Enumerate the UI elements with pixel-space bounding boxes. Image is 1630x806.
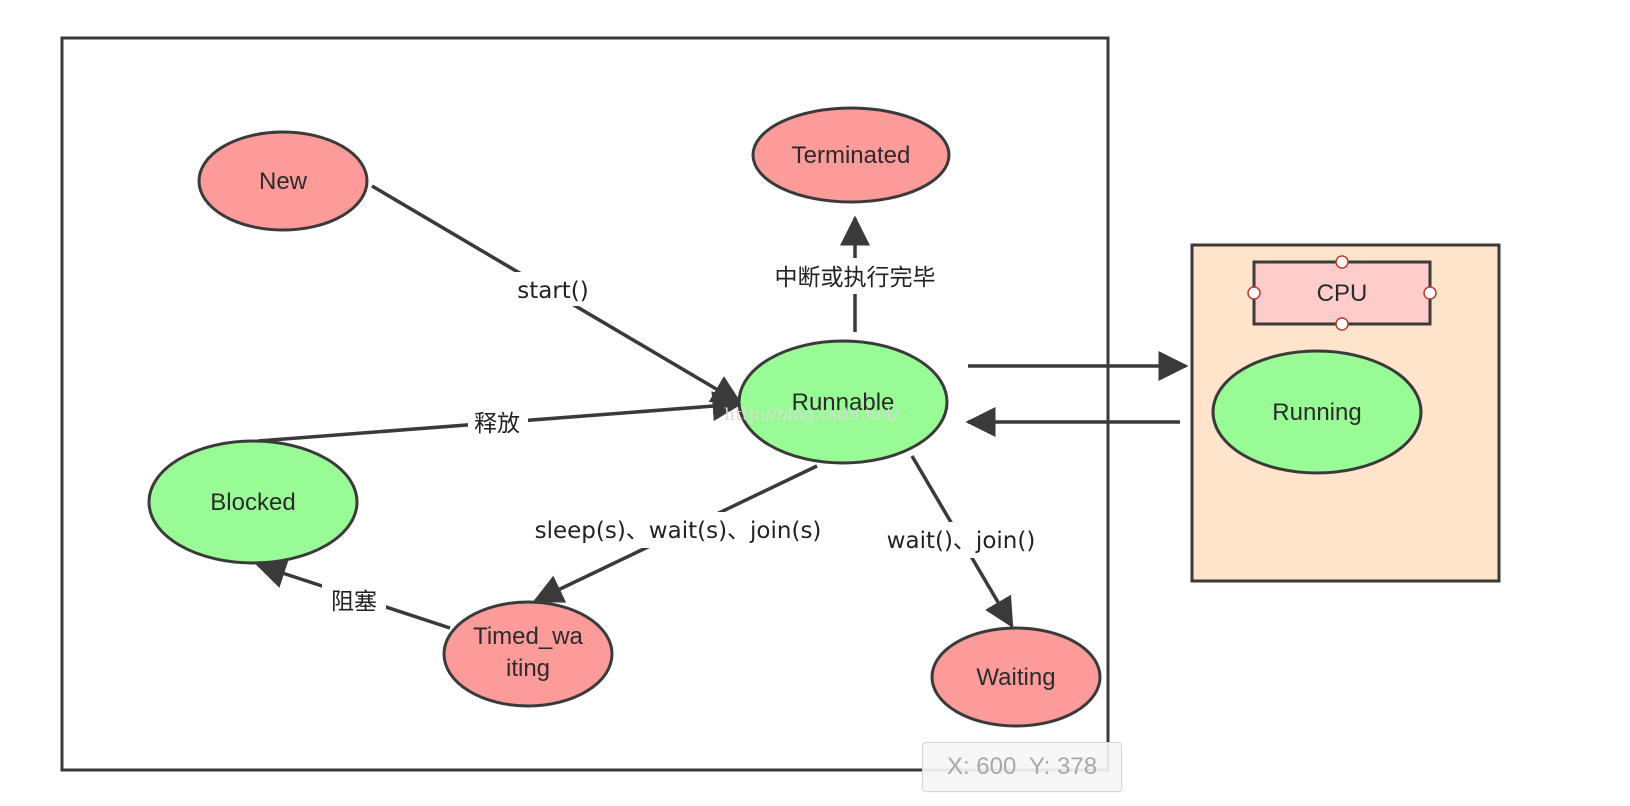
- coordinate-x: X: 600: [946, 753, 1017, 780]
- state-blocked: Blocked: [147, 439, 359, 565]
- label-block: 阻塞: [322, 583, 386, 617]
- state-runnable: Runnable: [737, 339, 949, 465]
- label-start: start(): [513, 272, 593, 306]
- state-new: New: [197, 130, 369, 232]
- svg-text:Blocked: Blocked: [210, 489, 295, 516]
- svg-text:start(): start(): [517, 278, 589, 304]
- state-running: Running: [1211, 349, 1423, 475]
- svg-text:中断或执行完毕: 中断或执行完毕: [775, 265, 936, 291]
- label-wait-join: wait()、join(): [876, 522, 1046, 558]
- cpu-handle-bottom: [1335, 317, 1349, 331]
- svg-text:iting: iting: [506, 655, 550, 682]
- svg-text:Terminated: Terminated: [792, 142, 911, 169]
- svg-text:阻塞: 阻塞: [331, 589, 377, 615]
- svg-text:Waiting: Waiting: [976, 664, 1055, 691]
- state-timed-waiting: Timed_wa iting: [442, 600, 614, 708]
- svg-text:wait()、join(): wait()、join(): [887, 528, 1036, 554]
- svg-text:Timed_wa: Timed_wa: [473, 623, 583, 650]
- svg-text:sleep(s)、wait(s)、join(s): sleep(s)、wait(s)、join(s): [535, 518, 822, 544]
- coordinate-readout: X: 600 Y: 378: [922, 742, 1122, 792]
- state-waiting: Waiting: [930, 626, 1102, 728]
- coordinate-y: Y: 378: [1029, 753, 1098, 780]
- watermark-text: http://blog.csdn.net/: [724, 405, 899, 425]
- label-interrupt-or-finish: 中断或执行完毕: [760, 258, 950, 294]
- svg-text:CPU: CPU: [1317, 280, 1368, 307]
- svg-text:Running: Running: [1272, 399, 1361, 426]
- state-terminated: Terminated: [751, 106, 951, 204]
- cpu-handle-right: [1423, 286, 1437, 300]
- svg-text:Runnable: Runnable: [792, 389, 895, 416]
- svg-text:释放: 释放: [474, 411, 520, 437]
- cpu-handle-top: [1335, 255, 1349, 269]
- cpu-handle-left: [1247, 286, 1261, 300]
- thread-lifecycle-frame: [60, 36, 1110, 772]
- svg-text:New: New: [259, 168, 308, 195]
- cpu-box: CPU: [1247, 255, 1437, 331]
- label-sleep-wait-join: sleep(s)、wait(s)、join(s): [522, 512, 834, 548]
- label-release: 释放: [468, 406, 528, 440]
